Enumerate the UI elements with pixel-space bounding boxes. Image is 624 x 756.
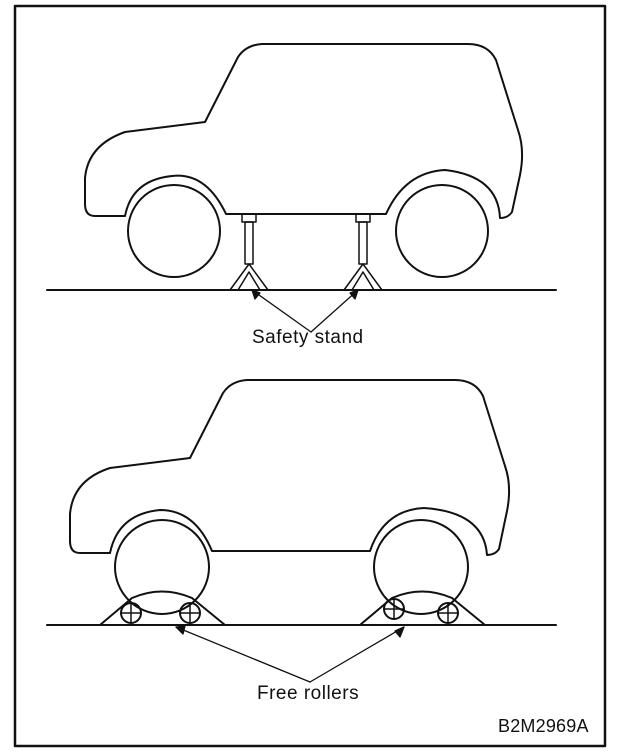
safety-stand-front <box>229 213 269 291</box>
safety-stand-label: Safety stand <box>252 327 364 348</box>
free-rollers-leader-lines <box>175 625 405 683</box>
outer-frame <box>13 4 607 748</box>
vehicle-on-free-rollers <box>46 379 557 683</box>
vehicle-on-safety-stands <box>46 43 557 333</box>
free-rollers-label: Free rollers <box>257 683 360 704</box>
figure-code-label: B2M2969A <box>498 716 589 736</box>
safety-stand-leader-lines <box>251 289 359 333</box>
free-roller-front <box>99 590 226 626</box>
upper-vehicle-body <box>84 43 524 219</box>
upper-rear-wheel <box>395 184 489 278</box>
lower-vehicle-body <box>69 379 511 556</box>
upper-front-wheel <box>127 184 221 278</box>
free-roller-rear <box>359 590 486 626</box>
safety-stand-rear <box>343 213 383 291</box>
lower-front-wheel <box>114 519 210 615</box>
lower-rear-wheel <box>373 519 469 615</box>
